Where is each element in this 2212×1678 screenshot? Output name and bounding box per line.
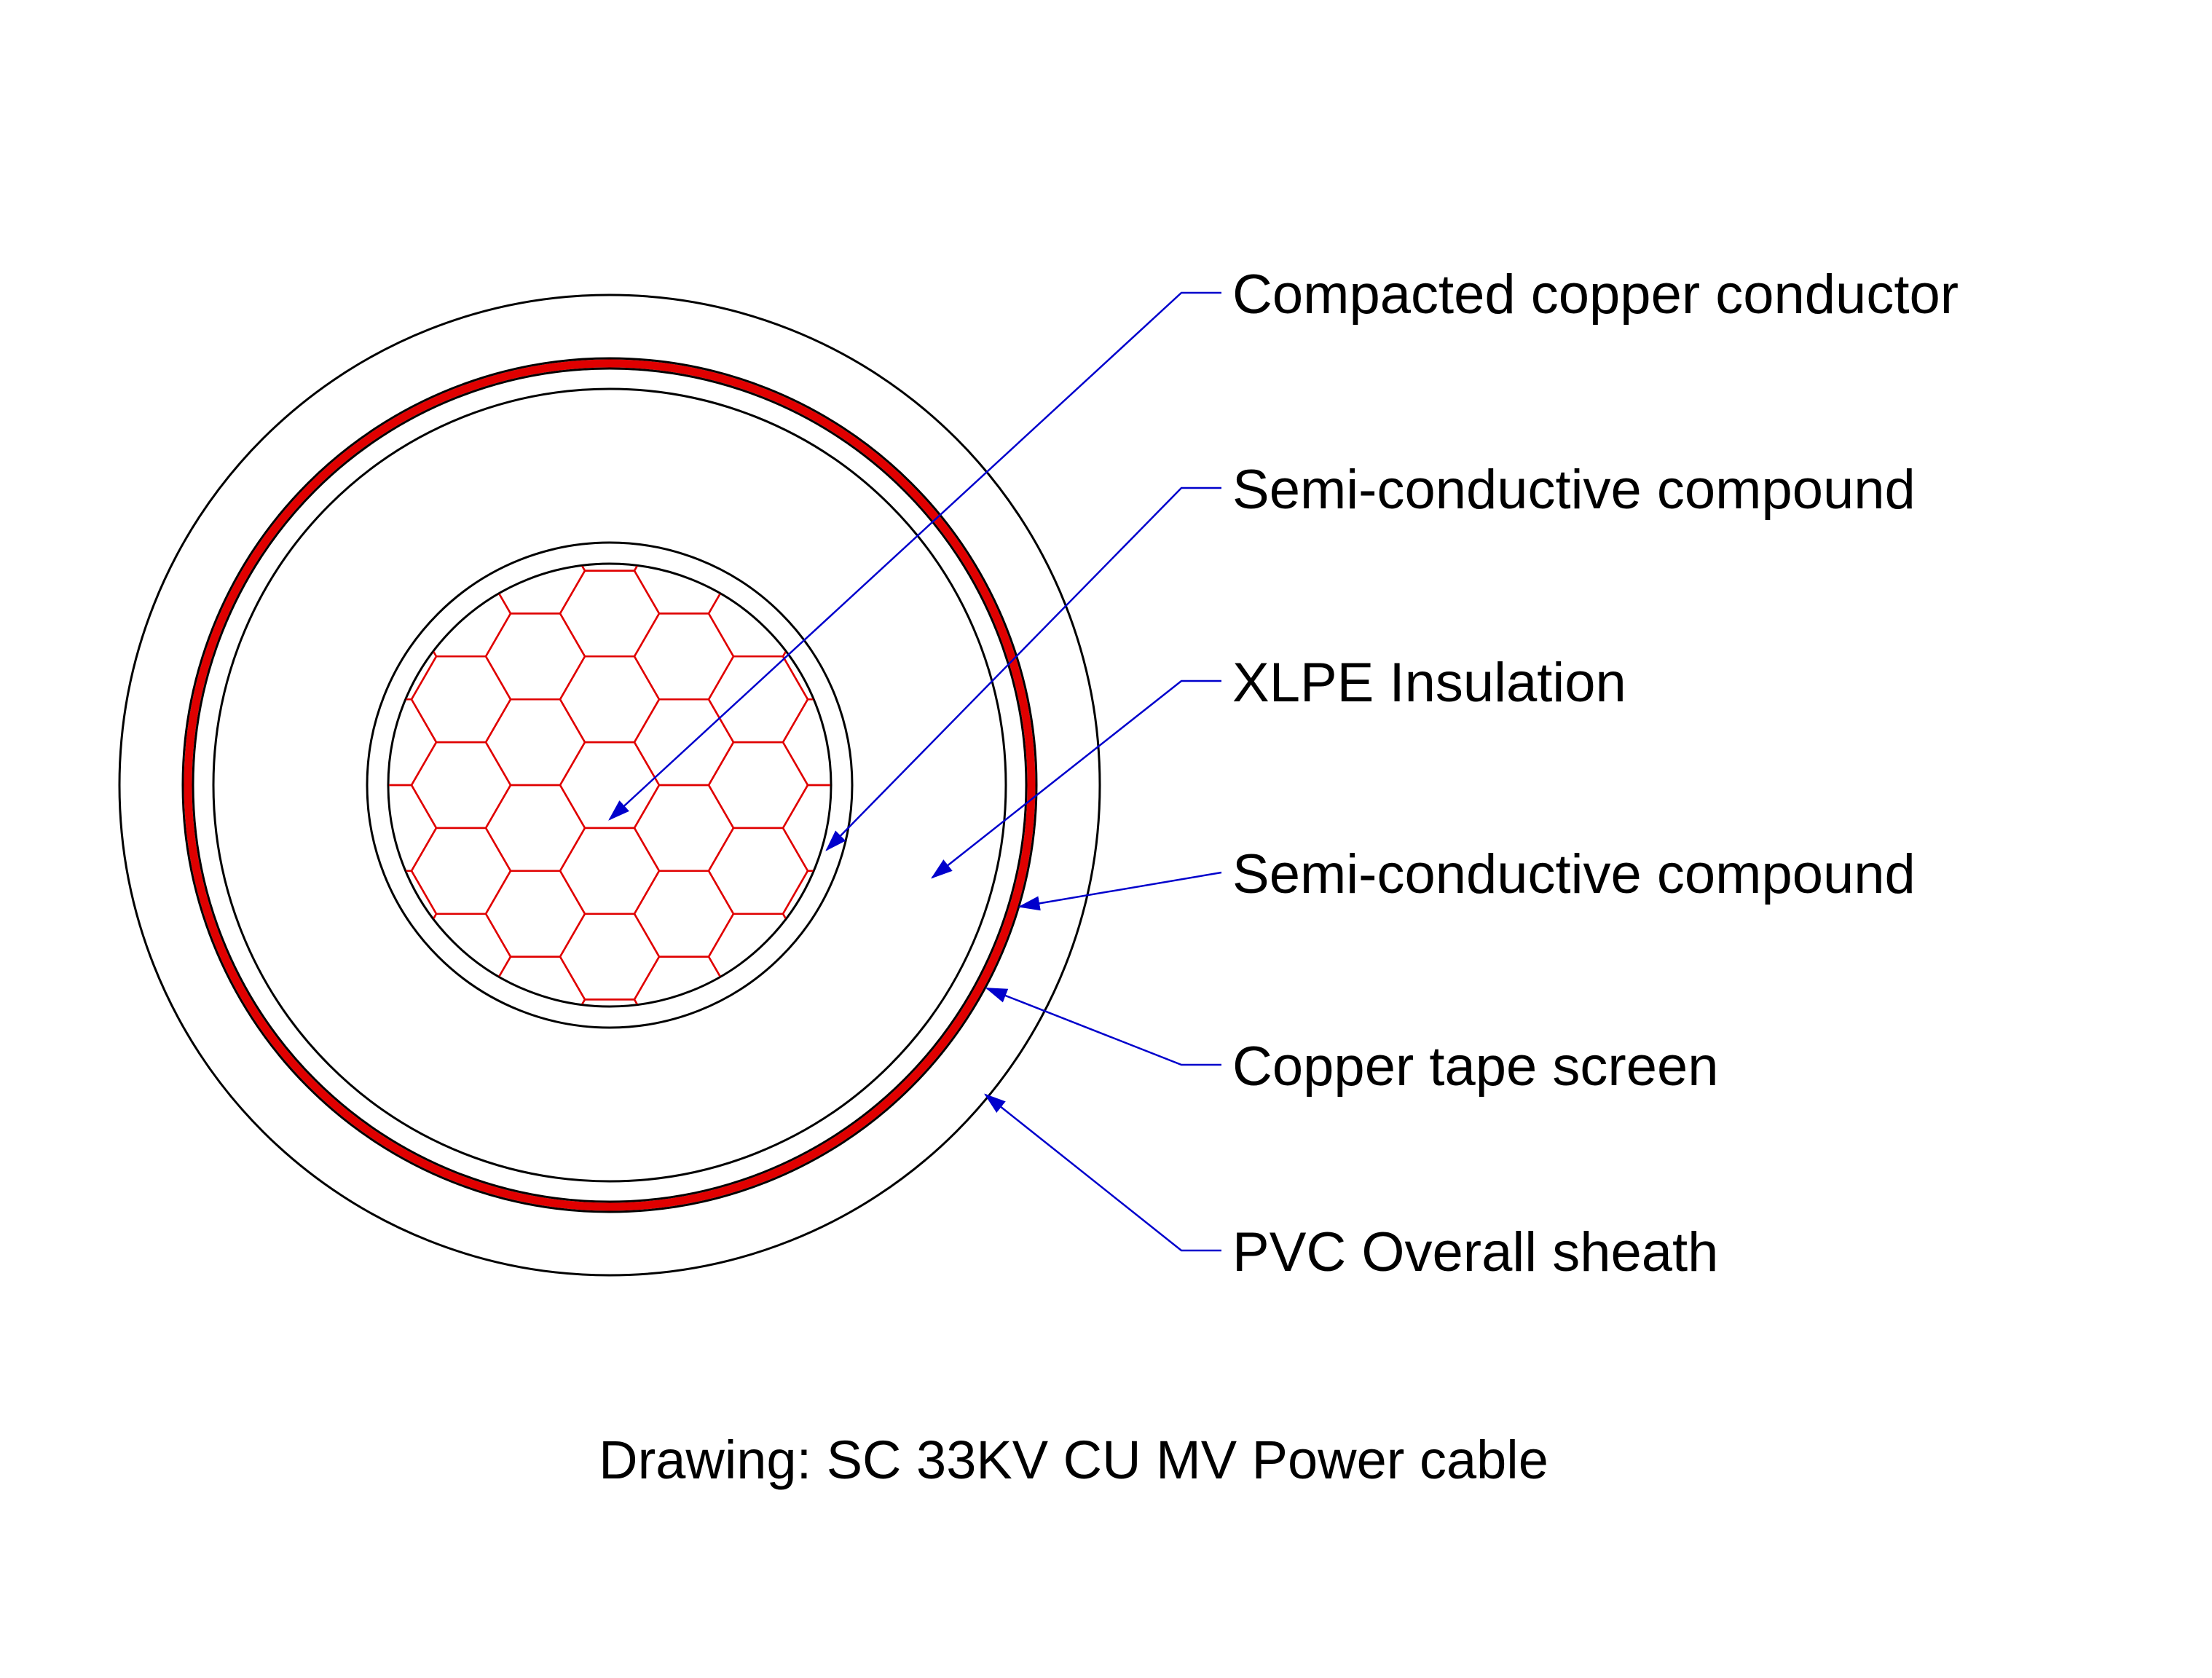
copper-tape-inner-edge bbox=[192, 367, 1028, 1203]
strand-hexagon bbox=[633, 784, 735, 873]
label-inner-semicon: Semi-conductive compound bbox=[1232, 459, 1916, 521]
leader-sheath bbox=[984, 1093, 1221, 1252]
strand-hexagon bbox=[707, 827, 809, 915]
strand-hexagon bbox=[782, 698, 830, 787]
leader-lines bbox=[608, 291, 1222, 1252]
strand-hexagon bbox=[410, 570, 512, 658]
strand-hexagon bbox=[633, 698, 735, 787]
leader-outer-semicon bbox=[1018, 871, 1222, 911]
strand-hexagon bbox=[389, 612, 438, 701]
strand-hexagon bbox=[782, 612, 830, 701]
strand-hexagon bbox=[559, 564, 661, 572]
strand-hexagon bbox=[633, 564, 735, 615]
leader-conductor bbox=[608, 291, 1221, 821]
copper-tape-outer-edge bbox=[181, 357, 1038, 1213]
copper-tape-screen bbox=[184, 359, 1036, 1211]
label-copper-tape: Copper tape screen bbox=[1232, 1036, 1719, 1098]
pvc-sheath-outer-edge bbox=[118, 294, 1101, 1277]
strand-hexagon bbox=[389, 784, 438, 873]
outer-semiconductive-edge bbox=[212, 387, 1007, 1183]
drawing-caption: Drawing: SC 33KV CU MV Power cable bbox=[599, 1430, 1548, 1490]
strand-hexagon bbox=[410, 827, 512, 915]
strand-hexagon bbox=[559, 913, 661, 1001]
strand-hexagon bbox=[389, 698, 438, 787]
strand-hexagon bbox=[559, 655, 661, 744]
label-conductor: Compacted copper conductor bbox=[1232, 264, 1959, 326]
strand-hexagon bbox=[389, 870, 438, 958]
strand-hexagon bbox=[633, 870, 735, 958]
label-sheath: PVC Overall sheath bbox=[1232, 1221, 1718, 1283]
strand-hexagon bbox=[559, 827, 661, 915]
callout-labels: Compacted copper conductor Semi-conducti… bbox=[1232, 264, 1959, 1283]
strand-hexagon bbox=[484, 870, 586, 958]
strand-hexagon bbox=[484, 564, 586, 615]
strand-hexagon bbox=[782, 784, 830, 873]
strand-hexagon bbox=[707, 570, 809, 658]
cable-layers bbox=[118, 294, 1101, 1277]
strand-hexagon bbox=[484, 784, 586, 873]
strand-hexagon bbox=[410, 741, 512, 830]
label-outer-semicon: Semi-conductive compound bbox=[1232, 843, 1916, 905]
strand-hexagon bbox=[410, 913, 512, 1001]
strand-hexagon bbox=[707, 913, 809, 1001]
strand-hexagon bbox=[707, 655, 809, 744]
strand-hexagon bbox=[782, 870, 830, 958]
strand-hexagon bbox=[633, 612, 735, 701]
strand-hexagon bbox=[559, 741, 661, 830]
strand-hexagon bbox=[707, 741, 809, 830]
strand-hexagon bbox=[559, 570, 661, 658]
leader-inner-semicon bbox=[825, 487, 1221, 851]
strand-hexagon bbox=[410, 655, 512, 744]
leader-copper-tape bbox=[985, 987, 1221, 1066]
strand-hexagon bbox=[484, 956, 586, 1006]
strand-hexagon bbox=[559, 998, 661, 1006]
label-insulation: XLPE Insulation bbox=[1232, 652, 1626, 714]
inner-semiconductive-outer-edge bbox=[366, 541, 854, 1029]
conductor-boundary bbox=[387, 562, 833, 1008]
leader-insulation bbox=[931, 680, 1221, 879]
strand-hexagon bbox=[633, 956, 735, 1006]
strand-hexagon bbox=[484, 612, 586, 701]
conductor-strands-hex-grid bbox=[389, 564, 830, 1006]
strand-hexagon bbox=[484, 698, 586, 787]
